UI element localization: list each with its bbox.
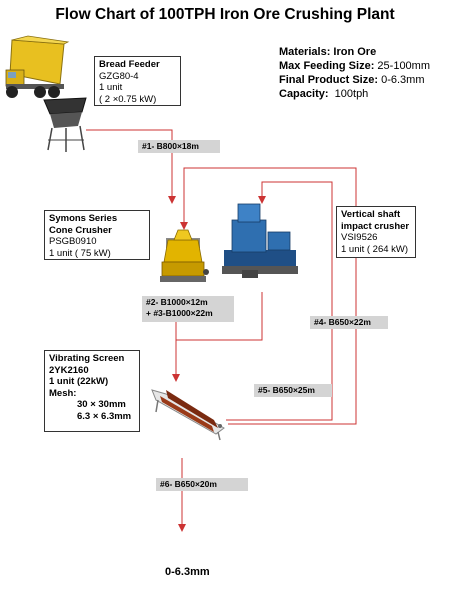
cone-model: PSGB0910 (49, 236, 145, 248)
belt-1-label: #1- B800×18m (138, 140, 220, 153)
cone-name-line2: Cone Crusher (49, 225, 145, 237)
final-product-size: 0-6.3mm (165, 566, 210, 578)
dump-truck-icon (6, 36, 68, 98)
cone-qty-power: 1 unit ( 75 kW) (49, 248, 145, 260)
belt-5-label: #5- B650×25m (254, 384, 332, 397)
feeder-power: ( 2 ×0.75 kW) (99, 94, 176, 106)
screen-label-box: Vibrating Screen 2YK2160 1 unit (22kW) M… (44, 350, 140, 432)
vsi-label-box: Vertical shaft impact crusher VSI9526 1 … (336, 206, 416, 258)
screen-mesh-label: Mesh: (49, 388, 135, 400)
feeder-icon (44, 98, 86, 152)
cone-crusher-icon (160, 230, 209, 282)
feeder-label-box: Bread Feeder GZG80-4 1 unit ( 2 ×0.75 kW… (94, 56, 181, 106)
vsi-qty-power: 1 unit ( 264 kW) (341, 244, 411, 256)
cone-name-line1: Symons Series (49, 213, 145, 225)
feeder-qty: 1 unit (99, 82, 176, 94)
screen-mesh-1: 30 × 30mm (49, 399, 135, 411)
vibrating-screen-icon (152, 390, 224, 440)
screen-model: 2YK2160 (49, 365, 135, 377)
belt-6-label: #6- B650×20m (156, 478, 248, 491)
screen-name: Vibrating Screen (49, 353, 135, 365)
vsi-name-line2: impact crusher (341, 221, 411, 233)
vsi-name-line1: Vertical shaft (341, 209, 411, 221)
belt-3-label: + #3-B1000×22m (146, 308, 230, 319)
screen-qty-power: 1 unit (22kW) (49, 376, 135, 388)
belt-4-label: #4- B650×22m (310, 316, 388, 329)
screen-mesh-2: 6.3 × 6.3mm (49, 411, 135, 423)
vsi-model: VSI9526 (341, 232, 411, 244)
belt-2-label: #2- B1000×12m (146, 297, 230, 308)
feeder-model: GZG80-4 (99, 71, 176, 83)
cone-crusher-label-box: Symons Series Cone Crusher PSGB0910 1 un… (44, 210, 150, 260)
feeder-name: Bread Feeder (99, 59, 176, 71)
vsi-crusher-icon (222, 204, 298, 278)
belt-2-3-label: #2- B1000×12m + #3-B1000×22m (142, 296, 234, 322)
